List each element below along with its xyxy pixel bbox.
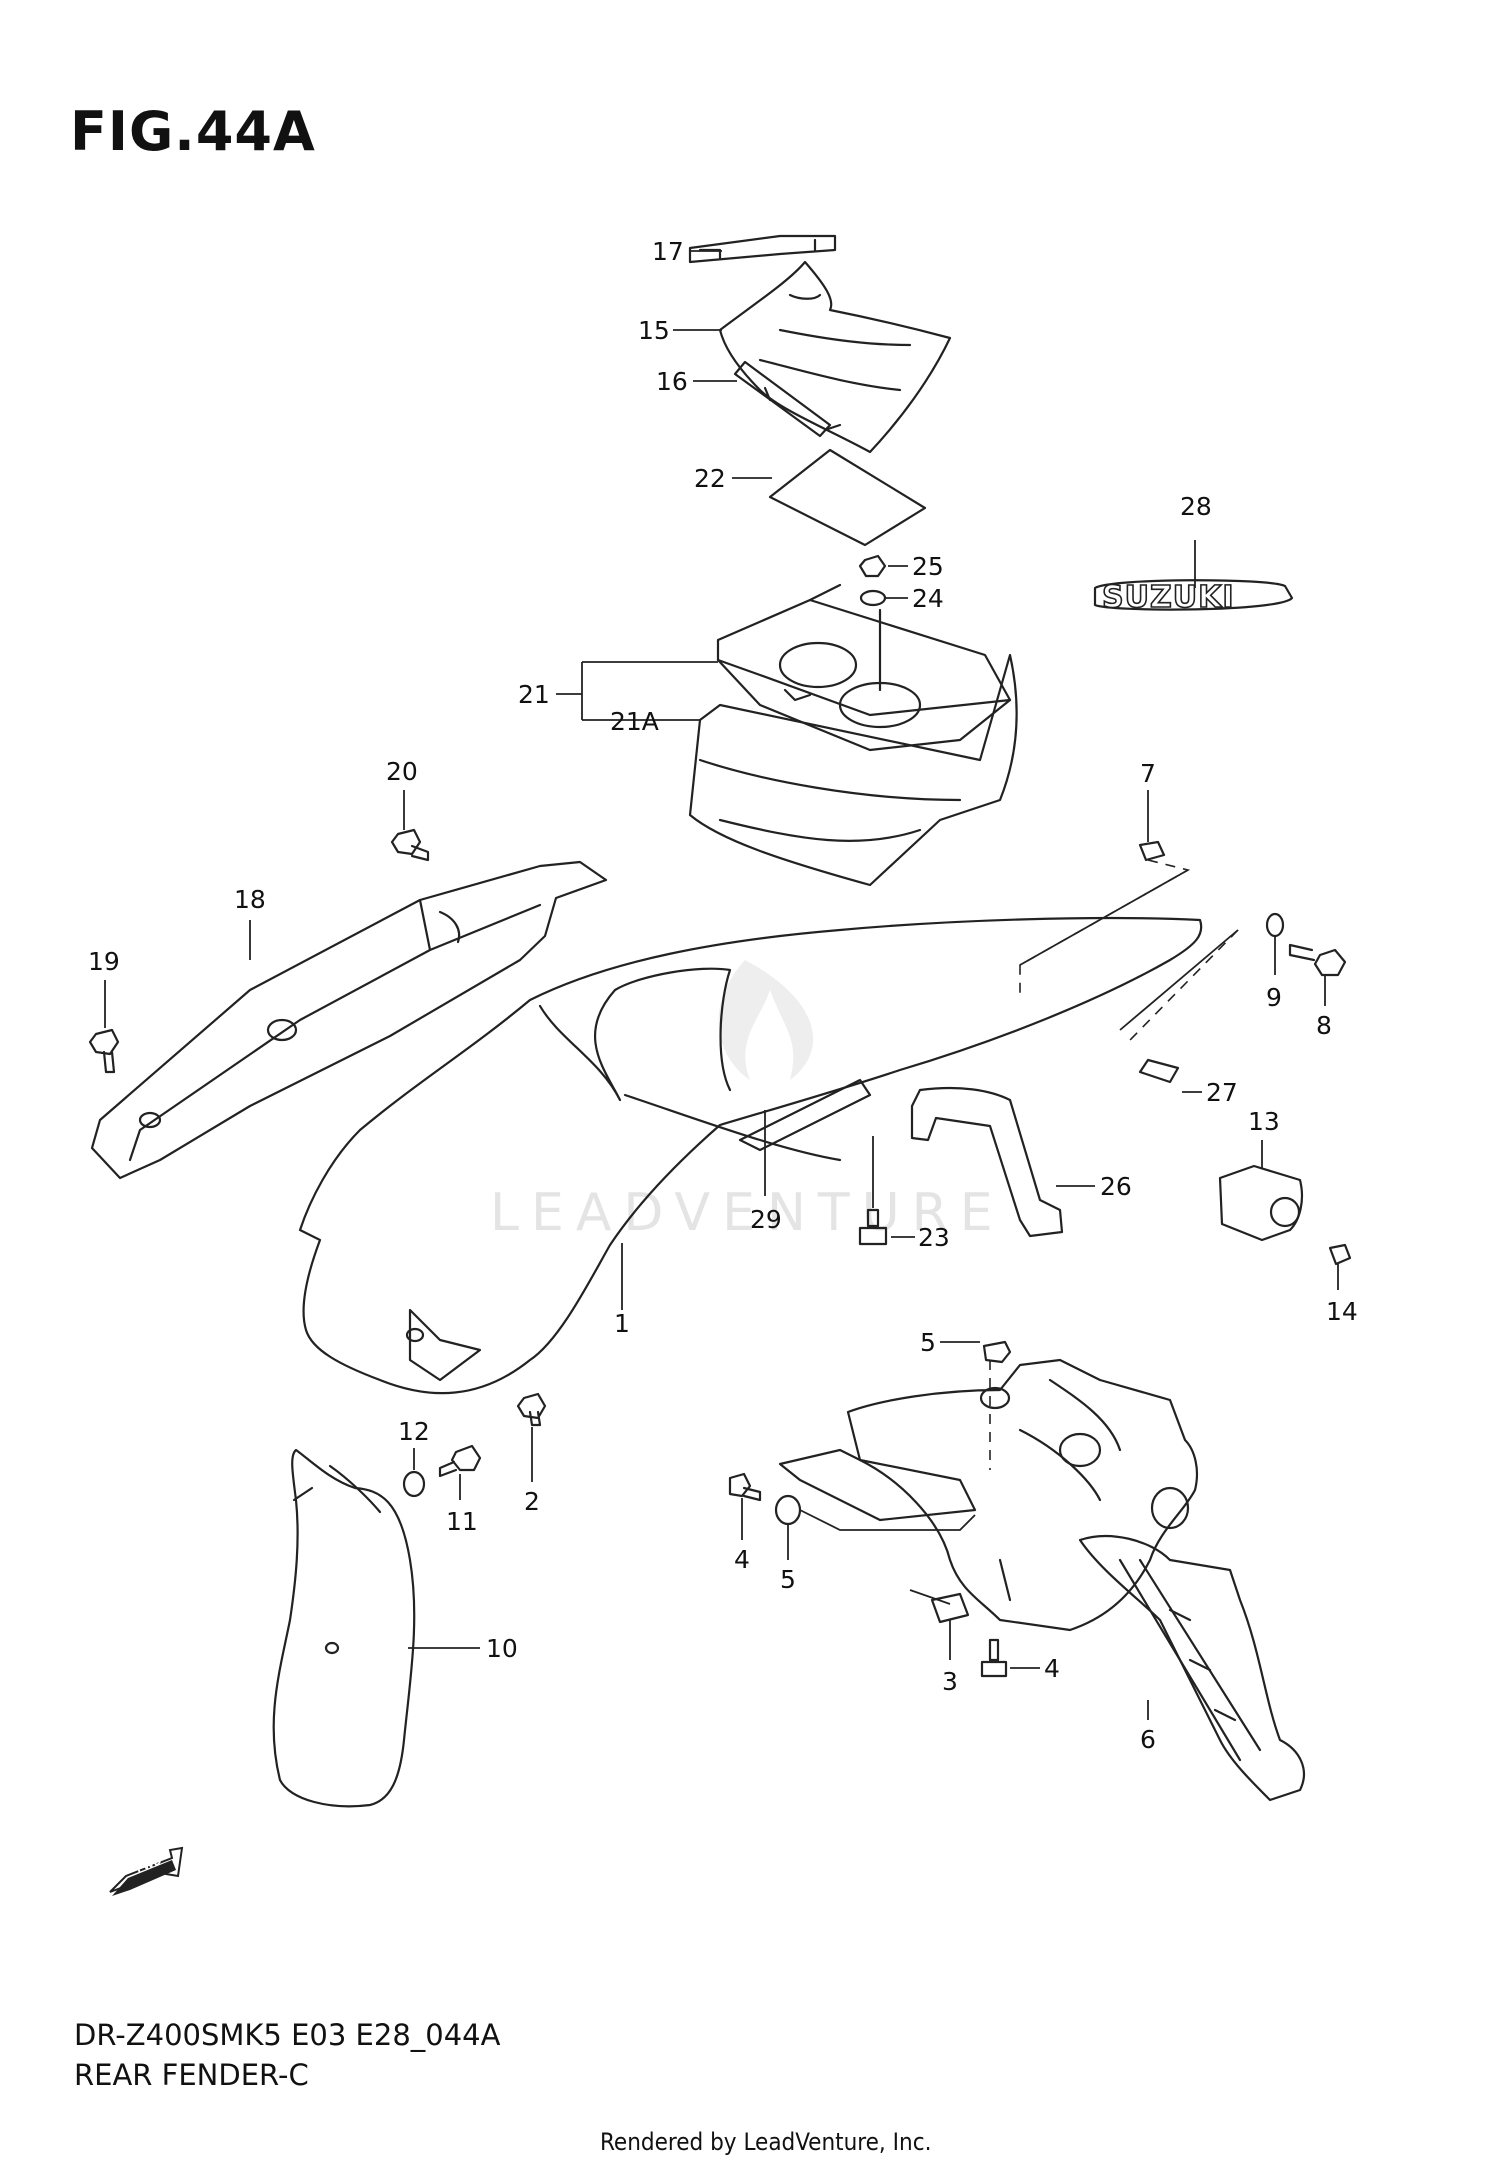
part-18-side-cover[interactable] <box>90 860 608 1180</box>
callout-numbers: 17 15 16 22 25 24 21 21A 28 7 20 18 19 9… <box>88 237 1358 1754</box>
callout-16[interactable]: 16 <box>656 367 688 396</box>
callout-5-lower[interactable]: 5 <box>780 1565 796 1594</box>
callout-14[interactable]: 14 <box>1326 1297 1358 1326</box>
fwd-direction-arrow-icon: FWD <box>109 1846 184 1896</box>
part-27-pad[interactable] <box>1138 1058 1180 1084</box>
callout-21a[interactable]: 21A <box>610 707 659 736</box>
callout-19[interactable]: 19 <box>88 947 120 976</box>
watermark: LEADVENTURE <box>490 1183 1005 1243</box>
part-4-bolt-left[interactable] <box>728 1472 762 1502</box>
callout-25[interactable]: 25 <box>912 552 944 581</box>
callout-11[interactable]: 11 <box>446 1507 478 1536</box>
callout-8[interactable]: 8 <box>1316 1011 1332 1040</box>
callout-15[interactable]: 15 <box>638 316 670 345</box>
part-13-reflector[interactable] <box>1218 1164 1304 1242</box>
part-8-bolt[interactable] <box>1288 943 1347 977</box>
part-20-bolt[interactable] <box>390 828 430 862</box>
part-11-bolt[interactable] <box>438 1444 482 1478</box>
render-credit: Rendered by LeadVenture, Inc. <box>600 2128 932 2156</box>
callout-17[interactable]: 17 <box>652 237 684 266</box>
part-17-strap[interactable] <box>688 234 837 264</box>
part-2-bolt[interactable] <box>516 1392 547 1427</box>
part-9-washer[interactable] <box>1265 912 1285 938</box>
callout-4-lower[interactable]: 4 <box>1044 1654 1060 1683</box>
callout-6[interactable]: 6 <box>1140 1725 1156 1754</box>
callout-13[interactable]: 13 <box>1248 1107 1280 1136</box>
callout-24[interactable]: 24 <box>912 584 944 613</box>
callout-10[interactable]: 10 <box>486 1634 518 1663</box>
part-21-tool-box[interactable] <box>716 583 1012 752</box>
part-7-nut[interactable] <box>1138 840 1166 862</box>
part-16-tool[interactable] <box>733 360 842 438</box>
part-21a-tool-box-lid[interactable] <box>688 653 1018 887</box>
part-28-decal[interactable]: SUZUKI <box>1093 579 1294 616</box>
callout-1[interactable]: 1 <box>614 1309 630 1338</box>
callout-20[interactable]: 20 <box>386 757 418 786</box>
callout-5-upper[interactable]: 5 <box>920 1328 936 1357</box>
callout-7[interactable]: 7 <box>1140 759 1156 788</box>
part-26-grab-handle[interactable] <box>910 1086 1064 1238</box>
part-5-collar-upper[interactable] <box>982 1340 1012 1364</box>
callout-3[interactable]: 3 <box>942 1667 958 1696</box>
decal-text: SUZUKI <box>1102 580 1235 615</box>
callout-27[interactable]: 27 <box>1206 1078 1238 1107</box>
callout-4-left[interactable]: 4 <box>734 1545 750 1574</box>
callout-26[interactable]: 26 <box>1100 1172 1132 1201</box>
part-19-bolt[interactable] <box>88 1028 120 1074</box>
part-14-screw[interactable] <box>1328 1243 1352 1266</box>
callout-12[interactable]: 12 <box>398 1417 430 1446</box>
rear-fender-bracket-assembly[interactable] <box>778 1358 1199 1632</box>
part-23-screw[interactable] <box>858 1208 888 1246</box>
callout-23[interactable]: 23 <box>918 1223 950 1252</box>
part-12-washer[interactable] <box>402 1470 426 1498</box>
leader-lines <box>104 250 1339 1720</box>
part-6-license-bracket[interactable] <box>1078 1534 1305 1802</box>
watermark-flame-icon <box>718 960 814 1080</box>
part-24-washer[interactable] <box>859 589 887 607</box>
callout-22[interactable]: 22 <box>694 464 726 493</box>
callout-21[interactable]: 21 <box>518 680 550 709</box>
part-4-bolt-lower[interactable] <box>980 1638 1008 1678</box>
part-15-tool-bag[interactable] <box>718 260 952 454</box>
part-5-collar-lower[interactable] <box>774 1494 802 1526</box>
part-1-rear-fender[interactable] <box>298 916 1203 1395</box>
figure-title: FIG.44A <box>70 100 316 163</box>
part-10-mud-flap[interactable] <box>272 1448 416 1808</box>
part-22-card[interactable] <box>768 448 927 547</box>
part-3-nut-plate[interactable] <box>930 1592 970 1624</box>
callout-29[interactable]: 29 <box>750 1205 782 1234</box>
part-25-nut[interactable] <box>858 554 887 578</box>
section-name: REAR FENDER-C <box>74 2058 309 2092</box>
callout-28[interactable]: 28 <box>1180 492 1212 521</box>
model-code: DR-Z400SMK5 E03 E28_044A <box>74 2018 501 2052</box>
callout-18[interactable]: 18 <box>234 885 266 914</box>
callout-9[interactable]: 9 <box>1266 983 1282 1012</box>
callout-2[interactable]: 2 <box>524 1487 540 1516</box>
